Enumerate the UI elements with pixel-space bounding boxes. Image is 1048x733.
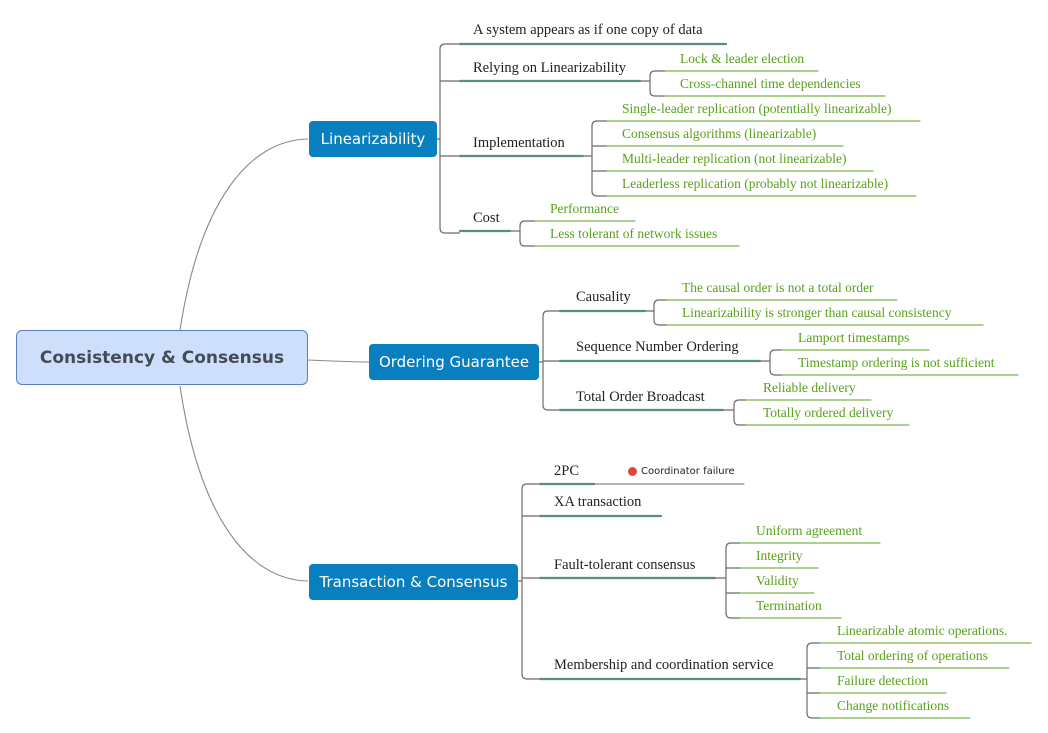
topic-one-copy[interactable]: A system appears as if one copy of data — [473, 22, 703, 38]
bracket-linearizability — [437, 43, 460, 234]
leaf-total-ordering-ops[interactable]: Total ordering of operations — [837, 648, 988, 663]
topic-total-order-broadcast[interactable]: Total Order Broadcast — [576, 389, 705, 405]
topic-sequence-number[interactable]: Sequence Number Ordering — [576, 339, 739, 355]
topic-relying[interactable]: Relying on Linearizability — [473, 60, 627, 76]
leaf-less-tolerant[interactable]: Less tolerant of network issues — [550, 226, 718, 241]
branch-ordering-guarantee[interactable]: Ordering Guarantee — [369, 344, 539, 380]
topic-fault-tolerant[interactable]: Fault-tolerant consensus — [554, 557, 696, 573]
leaf-lock-leader[interactable]: Lock & leader election — [680, 51, 805, 66]
leaf-timestamp-not-sufficient[interactable]: Timestamp ordering is not sufficient — [798, 355, 995, 370]
leaf-linearizability-stronger[interactable]: Linearizability is stronger than causal … — [682, 305, 952, 320]
topic-membership[interactable]: Membership and coordination service — [554, 657, 774, 673]
leaf-totally-ordered[interactable]: Totally ordered delivery — [763, 405, 894, 420]
leaf-reliable-delivery[interactable]: Reliable delivery — [763, 380, 856, 395]
branch-linearizability[interactable]: Linearizability — [309, 121, 437, 157]
bracket-implementation — [583, 120, 607, 197]
branch-transaction-consensus[interactable]: Transaction & Consensus — [309, 564, 518, 600]
topic-causality[interactable]: Causality — [576, 289, 631, 305]
leaf-multi-leader[interactable]: Multi-leader replication (not linearizab… — [622, 151, 847, 166]
leaf-change-notifications[interactable]: Change notifications — [837, 698, 950, 713]
leaf-validity[interactable]: Validity — [756, 573, 799, 588]
leaf-performance[interactable]: Performance — [550, 201, 619, 216]
bracket-sequence — [760, 349, 782, 376]
error-dot-icon — [628, 467, 637, 476]
connector-root-ordering — [307, 359, 370, 363]
root-topic[interactable]: Consistency & Consensus — [16, 330, 308, 385]
leaf-failure-detection[interactable]: Failure detection — [837, 673, 929, 688]
leaf-leaderless[interactable]: Leaderless replication (probably not lin… — [622, 176, 889, 191]
bracket-total-order — [723, 399, 746, 426]
topic-implementation[interactable]: Implementation — [473, 135, 565, 151]
bracket-fault-tolerant — [715, 542, 740, 619]
bracket-causality — [645, 299, 667, 326]
bracket-ordering — [539, 310, 560, 411]
bracket-cost — [510, 220, 535, 247]
marker-coordinator-failure[interactable]: Coordinator failure — [641, 466, 735, 477]
bracket-relying — [640, 70, 665, 97]
connector-root-transaction — [179, 385, 309, 582]
topic-2pc[interactable]: 2PC — [554, 463, 579, 479]
topic-cost[interactable]: Cost — [473, 210, 500, 226]
leaf-termination[interactable]: Termination — [756, 598, 822, 613]
leaf-consensus-algorithms[interactable]: Consensus algorithms (linearizable) — [622, 126, 817, 141]
bracket-transaction — [518, 483, 540, 680]
connector-root-linearizability — [179, 138, 309, 331]
topic-xa-transaction[interactable]: XA transaction — [554, 494, 642, 510]
leaf-linearizable-atomic[interactable]: Linearizable atomic operations. — [837, 623, 1008, 638]
leaf-integrity[interactable]: Integrity — [756, 548, 803, 563]
leaf-cross-channel[interactable]: Cross-channel time dependencies — [680, 76, 861, 91]
leaf-single-leader[interactable]: Single-leader replication (potentially l… — [622, 101, 892, 116]
leaf-causal-not-total[interactable]: The causal order is not a total order — [682, 280, 874, 295]
leaf-uniform-agreement[interactable]: Uniform agreement — [756, 523, 863, 538]
leaf-lamport[interactable]: Lamport timestamps — [798, 330, 910, 345]
bracket-membership — [800, 642, 820, 719]
